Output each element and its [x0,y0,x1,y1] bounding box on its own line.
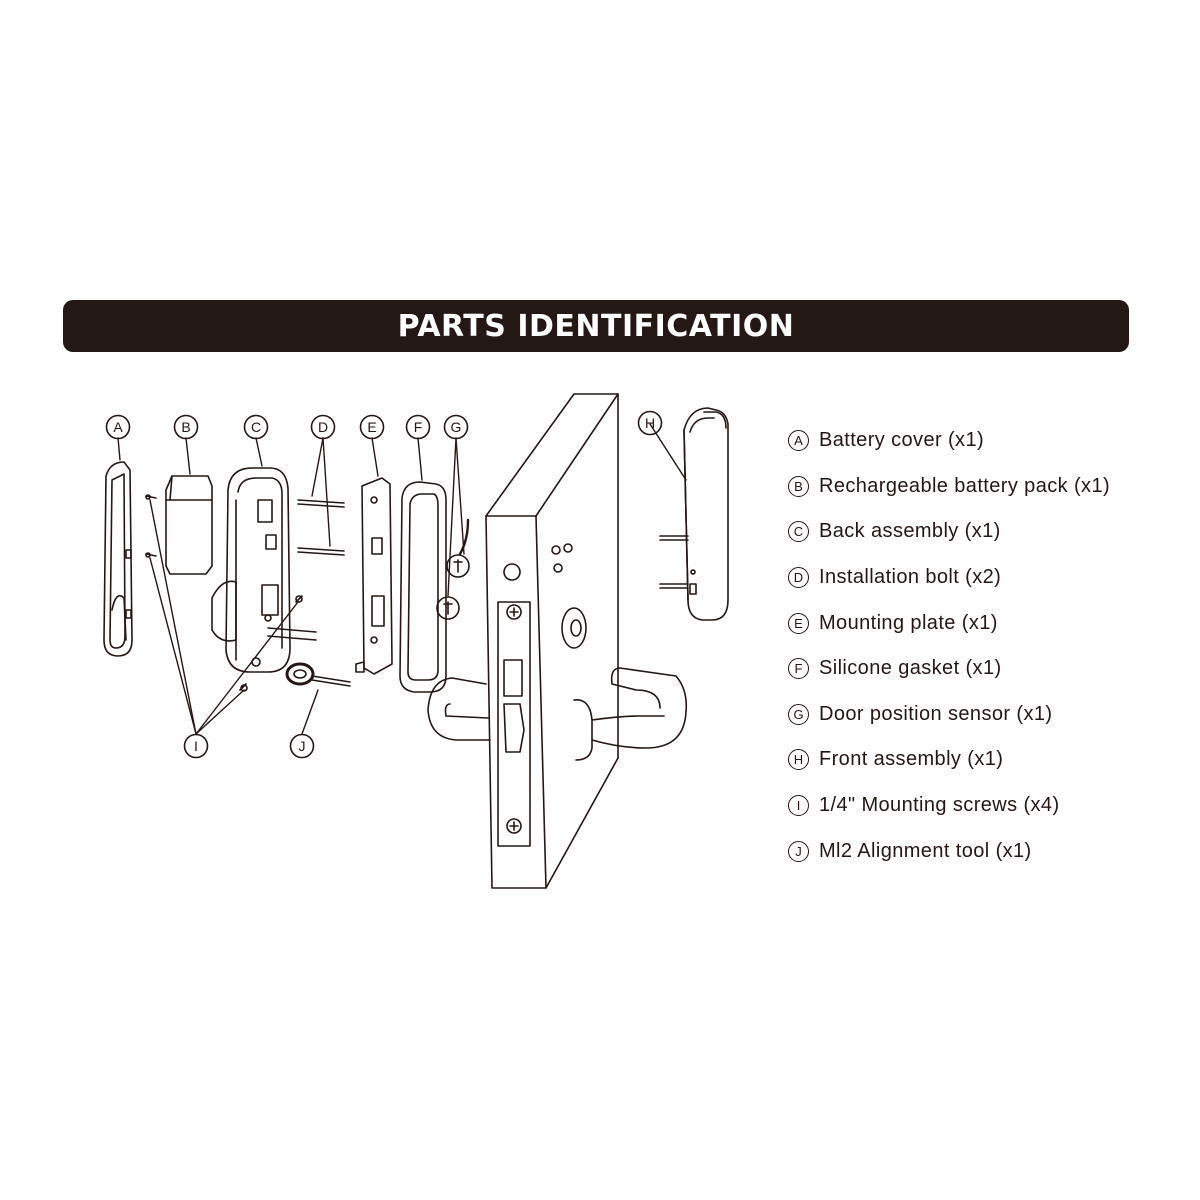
svg-text:C: C [251,419,261,435]
part-back-assembly [211,467,317,673]
door-illustration [427,393,688,889]
legend-letter-a: A [788,430,809,452]
legend-text-c: Back assembly (x1) [819,520,1001,543]
legend-item-a: A Battery cover (x1) [788,418,1188,464]
legend-item-i: I 1/4" Mounting screws (x4) [788,783,1188,829]
part-door-position-sensor [436,518,470,620]
legend-letter-j: J [788,840,809,862]
legend-item-j: J Ml2 Alignment tool (x1) [788,828,1188,874]
parts-legend: A Battery cover (x1) B Rechargeable batt… [788,418,1188,874]
callout-f: F [405,414,431,440]
svg-text:A: A [113,419,123,435]
legend-letter-b: B [788,475,809,497]
legend-item-d: D Installation bolt (x2) [788,555,1188,601]
callout-i: I [183,733,209,759]
callout-a: A [105,414,131,440]
callout-b: B [173,414,199,440]
legend-text-h: Front assembly (x1) [819,748,1004,771]
legend-letter-e: E [788,612,809,634]
svg-text:E: E [367,419,376,435]
part-alignment-tool [285,662,351,687]
legend-text-i: 1/4" Mounting screws (x4) [819,794,1060,817]
part-front-assembly [659,407,729,621]
legend-item-c: C Back assembly (x1) [788,509,1188,555]
legend-item-e: E Mounting plate (x1) [788,600,1188,646]
part-battery-pack [165,475,213,575]
callout-c: C [243,414,269,440]
title-banner: PARTS IDENTIFICATION [63,300,1129,352]
legend-item-b: B Rechargeable battery pack (x1) [788,464,1188,510]
legend-letter-h: H [788,749,809,771]
part-installation-bolts [297,499,345,556]
svg-text:J: J [299,738,306,754]
legend-text-g: Door position sensor (x1) [819,702,1053,725]
legend-letter-f: F [788,658,809,680]
leader-lines [117,423,687,735]
banner-title: PARTS IDENTIFICATION [397,308,795,344]
legend-text-d: Installation bolt (x2) [819,566,1002,589]
svg-text:I: I [194,738,198,754]
legend-item-h: H Front assembly (x1) [788,737,1188,783]
part-mounting-plate [355,477,393,675]
svg-text:F: F [414,419,423,435]
part-battery-cover [103,461,133,657]
callout-j: J [289,733,315,759]
callout-d: D [310,414,336,440]
legend-text-f: Silicone gasket (x1) [819,657,1002,680]
svg-text:D: D [318,419,328,435]
svg-text:B: B [181,419,190,435]
legend-text-e: Mounting plate (x1) [819,611,998,634]
legend-letter-i: I [788,795,809,817]
callout-e: E [359,414,385,440]
legend-item-f: F Silicone gasket (x1) [788,646,1188,692]
legend-letter-d: D [788,567,809,589]
legend-text-a: Battery cover (x1) [819,429,985,452]
callout-h: H [637,410,663,436]
legend-letter-c: C [788,521,809,543]
legend-letter-g: G [788,703,809,725]
legend-text-j: Ml2 Alignment tool (x1) [819,839,1032,862]
callout-g: G [443,414,469,440]
part-mounting-screws [145,494,303,692]
part-silicone-gasket [399,481,447,693]
legend-item-g: G Door position sensor (x1) [788,692,1188,738]
svg-text:H: H [645,415,655,431]
svg-text:G: G [451,419,462,435]
legend-text-b: Rechargeable battery pack (x1) [819,474,1111,497]
